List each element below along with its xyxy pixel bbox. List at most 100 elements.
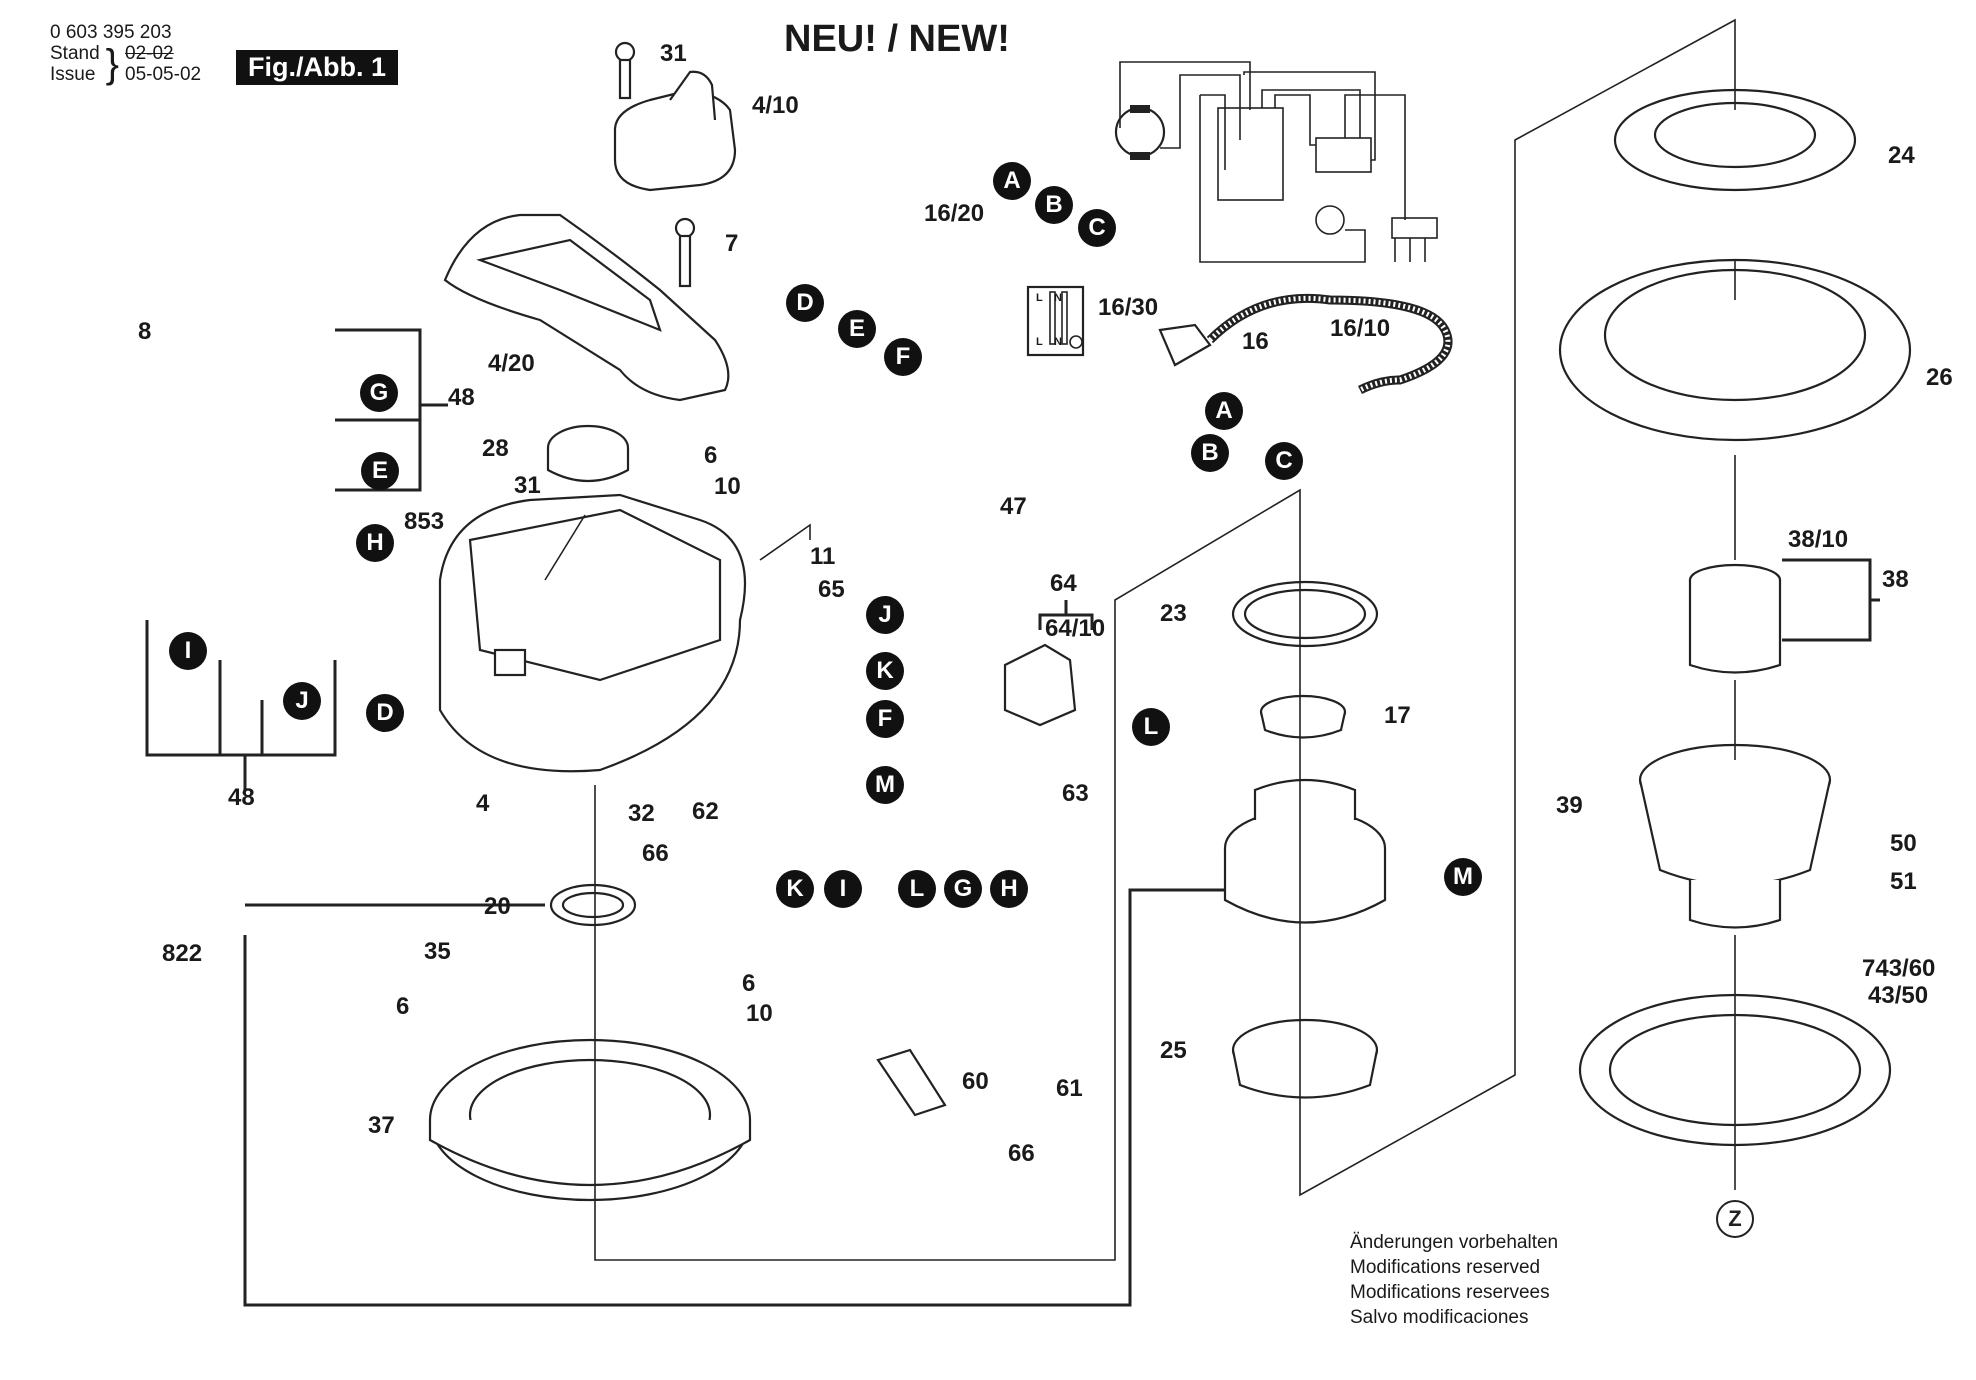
- part-label-853: 853: [404, 508, 445, 535]
- connector-marker-i: I: [169, 632, 207, 670]
- ring-17: [1259, 694, 1347, 739]
- screw-7: [674, 217, 696, 288]
- ring-25: [1231, 1018, 1379, 1099]
- part-label-24: 24: [1888, 142, 1915, 169]
- part-label-10: 10: [714, 473, 741, 500]
- switch-64: [1003, 643, 1077, 727]
- note-fr: Modifications reservees: [1350, 1282, 1550, 1303]
- motor-assembly: [1223, 778, 1387, 924]
- part-label-64-10: 64/10: [1045, 615, 1106, 642]
- part-label-50: 50: [1890, 830, 1917, 857]
- filter-basket-39: [1638, 743, 1832, 929]
- connector-marker-e: E: [838, 310, 876, 348]
- part-label-43-50: 43/50: [1868, 982, 1929, 1009]
- connector-marker-f-switch: F: [866, 700, 904, 738]
- part-label-66: 66: [642, 840, 669, 867]
- main-housing: [438, 493, 747, 773]
- part-label-64: 64: [1050, 570, 1077, 597]
- part-label-4: 4: [476, 790, 490, 817]
- part-label-48-b: 48: [228, 784, 255, 811]
- old-date: 02-02: [125, 43, 174, 64]
- part-label-16-20: 16/20: [924, 200, 985, 227]
- connector-marker-h: H: [356, 524, 394, 562]
- part-label-6-b: 6: [396, 993, 410, 1020]
- connector-marker-l-pcb: L: [898, 870, 936, 908]
- stand-label: Stand: [50, 43, 100, 64]
- note-de: Änderungen vorbehalten: [1350, 1232, 1559, 1253]
- part-label-35: 35: [424, 938, 451, 965]
- terminal-l-top: L: [1036, 292, 1043, 304]
- filter-cartridge-38: [1688, 563, 1782, 674]
- connector-marker-a: A: [993, 162, 1031, 200]
- part-label-4-10: 4/10: [752, 92, 799, 119]
- connector-marker-a-cord: A: [1205, 392, 1243, 430]
- leader-lines: [145, 18, 1880, 1307]
- note-es: Salvo modificaciones: [1350, 1307, 1529, 1328]
- part-label-51: 51: [1890, 868, 1917, 895]
- new-banner: NEU! / NEW!: [784, 18, 1010, 60]
- part-label-20: 20: [484, 893, 511, 920]
- terminal-l-bottom: L: [1036, 336, 1043, 348]
- part-label-48: 48: [448, 384, 475, 411]
- modification-notes: Änderungen vorbehalten Modifications res…: [1350, 1230, 1558, 1330]
- part-number: 0 603 395 203: [50, 22, 172, 43]
- figure-label: Fig./Abb. 1: [236, 50, 398, 85]
- top-cover-part: [613, 70, 737, 192]
- part-label-32: 32: [628, 800, 655, 827]
- handle-part: [443, 213, 730, 402]
- connector-marker-g: G: [360, 374, 398, 412]
- part-label-60: 60: [962, 1068, 989, 1095]
- connector-marker-k-pcb: K: [776, 870, 814, 908]
- terminal-n-bottom: N: [1054, 336, 1062, 348]
- part-label-7: 7: [725, 230, 739, 257]
- filter-disc-28: [546, 424, 630, 483]
- part-label-6: 6: [704, 442, 718, 469]
- terminal-block-16-30: [1026, 285, 1085, 357]
- part-label-6-c: 6: [742, 970, 756, 997]
- power-cord-16: [1158, 293, 1453, 395]
- base-ring-37: [428, 1038, 752, 1202]
- connector-marker-i-pcb: I: [824, 870, 862, 908]
- circuit-board-60: [876, 1048, 947, 1117]
- connector-marker-k-switch: K: [866, 652, 904, 690]
- part-label-16-30: 16/30: [1098, 294, 1159, 321]
- part-label-66-b: 66: [1008, 1140, 1035, 1167]
- part-label-38: 38: [1882, 566, 1909, 593]
- screw-31-top: [614, 41, 636, 100]
- part-label-23: 23: [1160, 600, 1187, 627]
- note-en: Modifications reserved: [1350, 1257, 1541, 1278]
- connector-marker-h-pcb: H: [990, 870, 1028, 908]
- connector-marker-m-motor: M: [1444, 858, 1482, 896]
- connector-marker-b-cord: B: [1191, 434, 1229, 472]
- part-label-822: 822: [162, 940, 203, 967]
- brace: }: [105, 42, 120, 86]
- document-header: 0 603 395 203 Stand Issue } 02-02 05-05-…: [50, 22, 201, 85]
- connector-marker-l-motor: L: [1132, 708, 1170, 746]
- filter-housing-26: [1558, 258, 1912, 442]
- wiring-schematic: [1114, 61, 1438, 263]
- connector-marker-c: C: [1078, 209, 1116, 247]
- part-label-8: 8: [138, 318, 152, 345]
- part-label-16-10: 16/10: [1330, 315, 1391, 342]
- ring-23: [1231, 580, 1379, 648]
- part-label-47: 47: [1000, 493, 1027, 520]
- part-label-62: 62: [692, 798, 719, 825]
- revision-block: Stand Issue } 02-02 05-05-02: [50, 43, 201, 85]
- connector-marker-f: F: [884, 338, 922, 376]
- part-label-743-60: 743/60: [1862, 955, 1936, 982]
- connector-marker-b: B: [1035, 186, 1073, 224]
- connector-marker-j: J: [283, 682, 321, 720]
- connector-marker-m: M: [866, 766, 904, 804]
- part-label-28: 28: [482, 435, 509, 462]
- part-label-65: 65: [818, 576, 845, 603]
- part-label-31: 31: [660, 40, 687, 67]
- issue-date: 05-05-02: [125, 64, 202, 85]
- part-label-17: 17: [1384, 702, 1411, 729]
- assembly-marker-z: Z: [1716, 1200, 1754, 1238]
- part-label-26: 26: [1926, 364, 1953, 391]
- connector-marker-j-switch: J: [866, 596, 904, 634]
- part-label-31-b: 31: [514, 472, 541, 499]
- seal-ring-20: [549, 883, 637, 927]
- top-ring-24: [1613, 88, 1857, 192]
